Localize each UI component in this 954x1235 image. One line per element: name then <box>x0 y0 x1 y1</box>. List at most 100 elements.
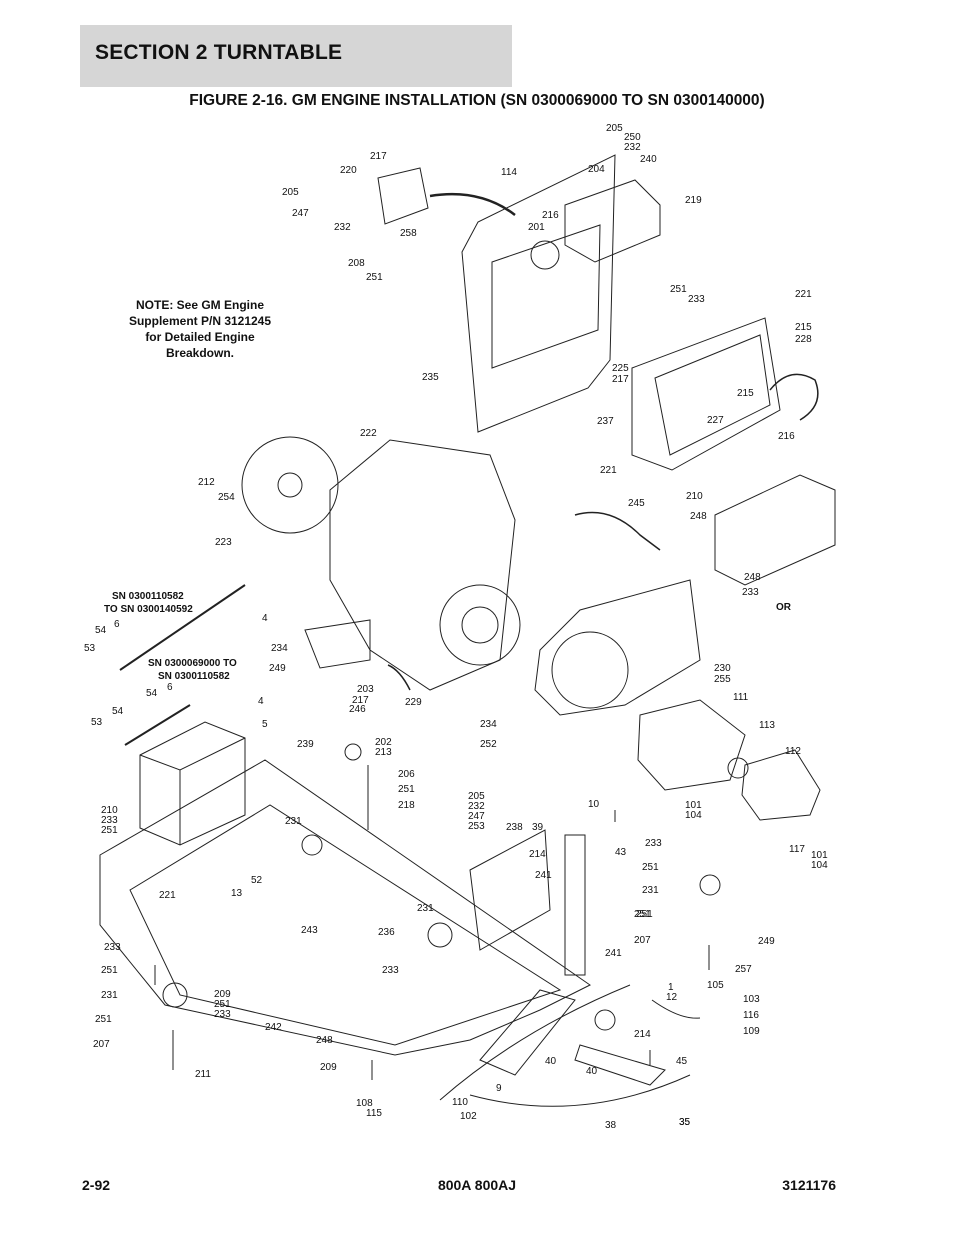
part-callout: 221 <box>600 465 617 476</box>
part-callout: 251 <box>636 909 653 920</box>
figure-title: FIGURE 2-16. GM ENGINE INSTALLATION (SN … <box>189 92 765 109</box>
part-callout: 251 <box>670 284 687 295</box>
part-callout: 241 <box>535 870 552 881</box>
flywheel <box>439 584 521 666</box>
part-callout: 110 <box>452 1097 468 1108</box>
rubber-bumper <box>344 743 362 761</box>
part-callout: 251 <box>214 999 231 1010</box>
part-callout: 219 <box>685 195 702 206</box>
part-callout: 232 <box>334 222 351 233</box>
part-callout: 12 <box>666 992 678 1003</box>
part-callout: 243 <box>301 925 318 936</box>
part-callout: 211 <box>195 1069 211 1080</box>
part-callout: 35 <box>679 1117 691 1128</box>
rubber-mount <box>162 982 188 1008</box>
part-callout: 254 <box>218 492 235 503</box>
part-callout: 202 <box>375 737 392 748</box>
part-callout: 230 <box>714 663 731 674</box>
model-label: 800A 800AJ <box>437 1177 517 1193</box>
battery-top-edge <box>139 737 246 771</box>
part-callout: 240 <box>640 154 657 165</box>
part-callout: 251 <box>101 965 118 976</box>
rubber-mount <box>699 874 721 896</box>
part-callout: 251 <box>366 272 383 283</box>
ground-cable <box>651 999 701 1019</box>
part-callout: 13 <box>231 888 243 899</box>
part-callout: 232 <box>624 142 641 153</box>
part-callout: 225 <box>612 363 629 374</box>
part-callout: 206 <box>398 769 415 780</box>
part-callout: 249 <box>269 663 286 674</box>
part-callout: 231 <box>417 903 434 914</box>
part-callout: 251 <box>95 1014 112 1025</box>
turntable-frame <box>99 759 591 1056</box>
turntable-deck <box>129 804 562 1046</box>
flywheel-hub <box>461 606 499 644</box>
part-callout: 241 <box>605 948 622 959</box>
part-callout: 201 <box>528 222 545 233</box>
bell-housing-flange <box>551 631 629 709</box>
part-callout: 5 <box>262 719 268 730</box>
part-callout: 234 <box>271 643 288 654</box>
swing-plate <box>479 989 576 1076</box>
part-callout: 9 <box>496 1083 502 1094</box>
note-line: for Detailed Engine <box>145 330 255 344</box>
part-callout: 209 <box>320 1062 337 1073</box>
part-callout: 40 <box>545 1056 557 1067</box>
part-callout: 213 <box>375 747 392 758</box>
part-callout: 233 <box>645 838 662 849</box>
part-callout: 220 <box>340 165 357 176</box>
part-callout: 35 <box>679 1117 691 1128</box>
part-callout: 105 <box>707 980 724 991</box>
part-callout: 239 <box>297 739 314 750</box>
part-callout: 54 <box>95 625 107 636</box>
exhaust-pipe <box>574 511 661 551</box>
part-callout: 218 <box>398 800 415 811</box>
swing-arc <box>439 984 631 1101</box>
page-number: 2-92 <box>82 1177 111 1193</box>
part-callout: 104 <box>811 860 828 871</box>
part-callout: 233 <box>382 965 399 976</box>
part-callout: 214 <box>634 1029 651 1040</box>
part-callout: 215 <box>737 388 754 399</box>
part-callout: 52 <box>251 875 263 886</box>
part-callout: 111 <box>733 692 749 703</box>
part-callout: 255 <box>714 674 731 685</box>
part-callout: 203 <box>357 684 374 695</box>
part-callout: 221 <box>159 890 176 901</box>
part-callout: 231 <box>285 816 302 827</box>
section-title: SECTION 2 TURNTABLE <box>95 41 343 64</box>
part-callout: 43 <box>615 847 627 858</box>
bumper-pad <box>594 1009 616 1031</box>
part-callout: 103 <box>743 994 760 1005</box>
serial-range-label: SN 0300069000 TO <box>148 658 237 669</box>
swing-arc-lower <box>469 1074 691 1107</box>
part-callout: 257 <box>735 964 752 975</box>
serial-labels: SN 0300110582 TO SN 0300140592 SN 030006… <box>104 591 792 682</box>
part-callout: 45 <box>676 1056 688 1067</box>
part-callout: 1 <box>668 982 674 993</box>
rubber-mount <box>301 834 323 856</box>
part-callout: 216 <box>542 210 559 221</box>
part-callout: 10 <box>588 799 600 810</box>
part-callout: 247 <box>468 811 485 822</box>
swing-lock-bar <box>574 1044 666 1086</box>
part-callout: 210 <box>686 491 703 502</box>
part-callout: 233 <box>742 587 759 598</box>
part-callout: 209 <box>214 989 231 1000</box>
part-callout: 253 <box>468 821 485 832</box>
note-line: Breakdown. <box>165 346 234 360</box>
part-callout: 251 <box>101 825 118 836</box>
part-callout: 207 <box>93 1039 110 1050</box>
part-callout: 116 <box>743 1010 759 1021</box>
radiator <box>631 317 781 471</box>
part-callout: 112 <box>785 746 801 757</box>
part-callout: 104 <box>685 810 702 821</box>
note-line: NOTE: See GM Engine <box>135 298 264 312</box>
hydraulic-line <box>124 704 191 746</box>
serial-range-label: SN 0300110582 <box>158 671 230 682</box>
o-ring <box>727 757 749 779</box>
cooling-fan <box>241 436 339 534</box>
bell-housing <box>534 579 701 716</box>
